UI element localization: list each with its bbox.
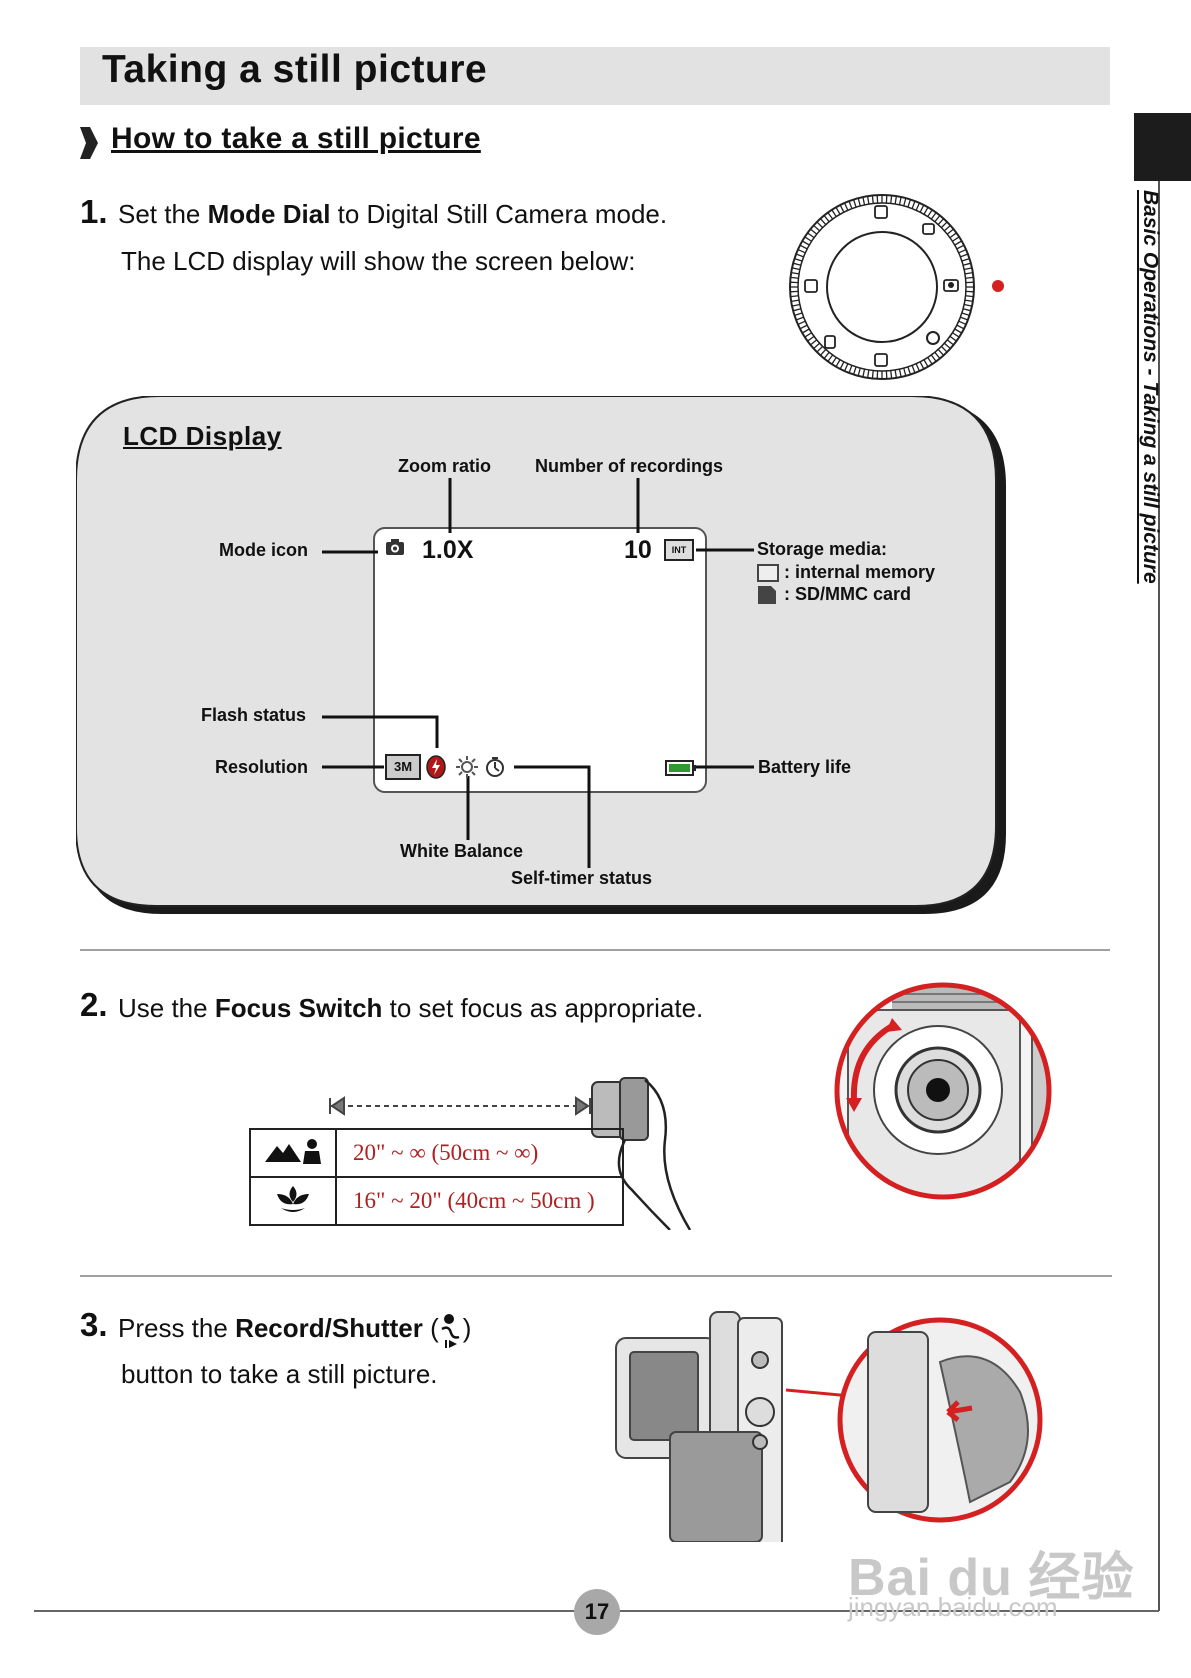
side-tab-block	[1134, 113, 1191, 181]
step-1-line1: Set the Mode Dial to Digital Still Camer…	[118, 199, 668, 229]
white-balance-sun-icon	[456, 756, 478, 778]
lcd-screen	[373, 527, 707, 793]
macro-flower-icon	[249, 1176, 337, 1226]
watermark-logo: Bai du 经验	[848, 1549, 1135, 1607]
landscape-portrait-icon	[249, 1128, 337, 1178]
step-3-line2: button to take a still picture.	[121, 1359, 438, 1389]
label-sd-card: : SD/MMC card	[784, 584, 912, 604]
flash-status-icon	[426, 755, 446, 779]
resolution-icon: 3M	[385, 754, 421, 780]
side-rule	[1158, 181, 1160, 1611]
label-storage-media: Storage media:	[757, 539, 888, 559]
internal-memory-icon	[757, 564, 779, 582]
label-mode-icon: Mode icon	[219, 540, 308, 560]
page-number: 17	[574, 1589, 620, 1635]
divider-1	[80, 949, 1110, 951]
storage-internal-icon: INT	[664, 539, 694, 561]
label-white-balance: White Balance	[400, 841, 524, 861]
step-2-line1: Use the Focus Switch to set focus as app…	[118, 993, 704, 1023]
watermark-url: jingyan.baidu.com	[848, 1592, 1058, 1622]
section-title: How to take a still picture	[111, 122, 481, 155]
sd-card-icon	[758, 586, 776, 604]
label-flash-status: Flash status	[201, 705, 307, 725]
dial-indicator-dot	[992, 280, 1004, 292]
table-row: 16" ~ 20" (40cm ~ 50cm )	[249, 1176, 624, 1226]
step-3-line1: Press the Record/Shutter ()	[118, 1313, 471, 1349]
step-3-number: 3.	[80, 1306, 108, 1343]
label-battery-life: Battery life	[758, 757, 852, 777]
battery-icon	[665, 760, 696, 776]
section-marker-icon	[80, 127, 98, 159]
step-1-line2: The LCD display will show the screen bel…	[121, 246, 636, 276]
page-title: Taking a still picture	[102, 48, 488, 91]
focus-range-table: 20" ~ ∞ (50cm ~ ∞) 16" ~ 20" (40cm ~ 50c…	[249, 1128, 624, 1226]
recordings-value: 10	[624, 536, 652, 564]
self-timer-icon	[486, 757, 504, 777]
lens-closeup-illustration	[834, 982, 1052, 1200]
mode-camera-icon	[386, 539, 404, 555]
lcd-callout-lines	[322, 478, 754, 868]
focus-range-macro: 16" ~ 20" (40cm ~ 50cm )	[335, 1176, 624, 1226]
side-tab-text: Basic Operations - Taking a still pictur…	[1139, 190, 1162, 584]
step-1-number: 1.	[80, 193, 108, 230]
mode-dial-illustration	[789, 194, 1004, 380]
label-self-timer-status: Self-timer status	[511, 868, 653, 888]
title-bar	[80, 47, 1110, 105]
label-resolution: Resolution	[215, 757, 308, 777]
label-zoom-ratio: Zoom ratio	[398, 456, 491, 476]
focus-range-normal: 20" ~ ∞ (50cm ~ ∞)	[335, 1128, 624, 1178]
label-internal-memory: : internal memory	[784, 562, 936, 582]
step-2-number: 2.	[80, 986, 108, 1023]
zoom-value: 1.0X	[422, 536, 474, 564]
table-row: 20" ~ ∞ (50cm ~ ∞)	[249, 1128, 624, 1178]
camcorder-illustration	[615, 1311, 1043, 1542]
record-shutter-icon	[441, 1314, 460, 1348]
divider-2	[80, 1275, 1112, 1277]
label-number-of-recordings: Number of recordings	[535, 456, 724, 476]
lcd-display-heading: LCD Display	[123, 421, 282, 451]
